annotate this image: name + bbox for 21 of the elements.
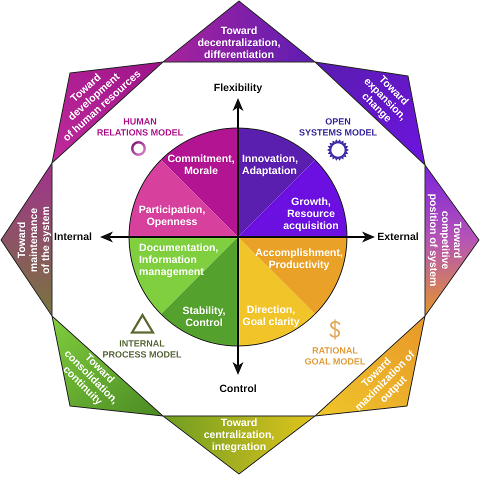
banner-text: Toward maintenance of the system [16,206,52,274]
triangle-banner [425,165,479,316]
slice-text: Accomplishment, Productivity [255,246,343,270]
slice-text: Direction, Goal clarity [242,304,300,328]
model-label: OPEN SYSTEMS MODEL [299,116,377,138]
banner-text: Toward competitive position of system [427,194,463,286]
slice-text: Participation, Openness [138,204,206,228]
axis-label: Control [219,383,257,395]
banner-text: Toward decentralization, differentiation [198,24,280,60]
triangle-banner [1,163,52,316]
slice-text: Documentation, Information management [139,242,218,278]
slice-text: Growth, Resource acquisition [283,196,339,232]
triangle-banner [163,1,315,62]
axis-label: Flexibility [214,82,262,94]
slice-text: Commitment, Morale [167,153,235,177]
axis-label: Internal [54,231,92,243]
banner-text: Toward centralization, integration [204,416,274,452]
triangle-banner [163,416,315,474]
slice-text: Innovation, Adaptation [242,153,298,177]
axis-label: External [377,231,419,243]
slice-text: Stability, Control [182,305,226,329]
